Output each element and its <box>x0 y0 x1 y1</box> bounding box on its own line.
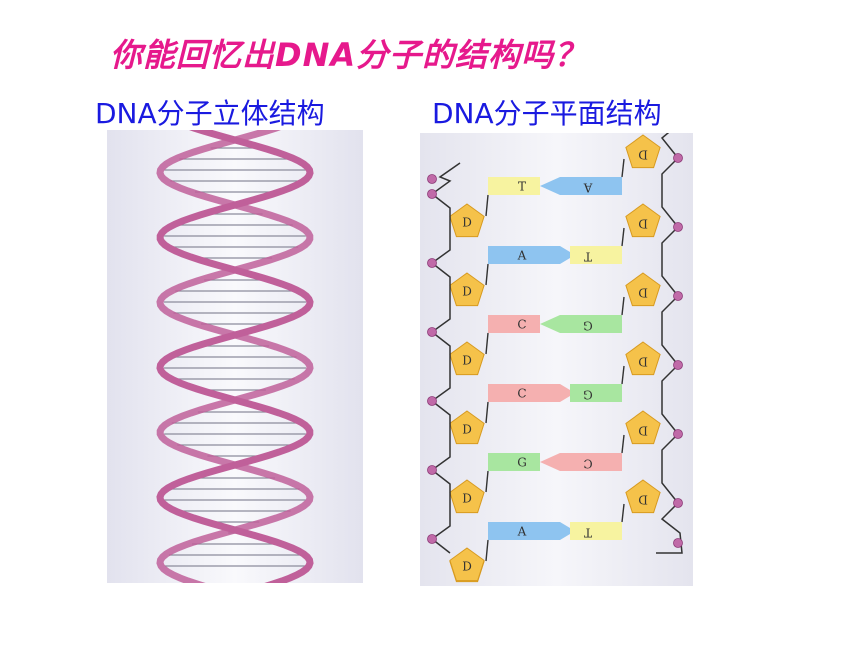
base-block <box>570 246 622 264</box>
phosphate-group <box>427 327 437 337</box>
glycosidic-bond <box>621 503 625 523</box>
phosphate-group <box>427 258 437 268</box>
base-label-right: T <box>584 250 592 264</box>
glycosidic-bond <box>485 401 489 424</box>
sugar-label: D <box>638 493 648 507</box>
double-helix-svg <box>107 121 363 591</box>
helix-strand <box>156 121 314 591</box>
subtitle-3d-structure: DNA分子立体结构 <box>95 97 325 130</box>
phosphate-group <box>673 291 683 301</box>
phosphate-group <box>427 189 437 199</box>
sugar-label: D <box>462 560 472 574</box>
base-label-right: G <box>583 319 593 333</box>
phosphate-group <box>427 465 437 475</box>
page-title: 你能回忆出DNA分子的结构吗？ <box>110 36 588 74</box>
base-label-right: T <box>584 526 592 540</box>
base-label-left: C <box>517 387 526 401</box>
phosphate-group <box>673 538 683 548</box>
sugar-label: D <box>462 216 472 230</box>
double-helix-diagram <box>107 121 363 591</box>
base-label-right: G <box>583 388 593 402</box>
base-block <box>488 384 575 402</box>
sugar-label: D <box>638 355 648 369</box>
glycosidic-bond <box>485 539 489 562</box>
deoxyribose-left <box>449 547 485 582</box>
phosphate-group <box>673 222 683 232</box>
deoxyribose-left <box>449 272 485 307</box>
glycosidic-bond <box>621 365 625 385</box>
deoxyribose-left <box>449 410 485 445</box>
base-label-left: A <box>517 249 527 263</box>
deoxyribose-right <box>625 134 661 169</box>
glycosidic-bond <box>621 227 625 247</box>
planar-structure-svg: TADDATDDCGDDCGDDGCDDATDDD <box>420 127 693 586</box>
deoxyribose-left <box>449 203 485 238</box>
glycosidic-bond <box>621 158 625 178</box>
phosphate-group <box>673 360 683 370</box>
sugar-label: D <box>462 423 472 437</box>
base-block <box>570 522 622 540</box>
sugar-label: D <box>462 354 472 368</box>
glycosidic-bond <box>621 296 625 316</box>
base-block <box>488 453 540 471</box>
deoxyribose-right <box>625 341 661 376</box>
base-block <box>570 384 622 402</box>
deoxyribose-left <box>449 341 485 376</box>
glycosidic-bond <box>485 263 489 286</box>
phosphate-group <box>673 153 683 163</box>
phosphate-group <box>427 174 437 184</box>
base-block <box>540 177 622 195</box>
base-label-right: A <box>583 181 593 195</box>
base-label-right: C <box>583 457 592 471</box>
sugar-label: D <box>638 424 648 438</box>
subtitle-planar-structure: DNA分子平面结构 <box>432 97 662 130</box>
deoxyribose-right <box>625 410 661 445</box>
glycosidic-bond <box>621 434 625 454</box>
deoxyribose-right <box>625 203 661 238</box>
sugar-label: D <box>638 286 648 300</box>
glycosidic-bond <box>485 332 489 355</box>
backbone-right <box>656 127 683 554</box>
sugar-label: D <box>638 217 648 231</box>
sugar-label: D <box>462 492 472 506</box>
base-block <box>540 453 622 471</box>
base-block <box>488 246 575 264</box>
base-block <box>488 522 575 540</box>
sugar-label: D <box>462 285 472 299</box>
phosphate-group <box>427 396 437 406</box>
sugar-label: D <box>638 148 648 162</box>
glycosidic-bond <box>485 470 489 493</box>
phosphate-group <box>427 534 437 544</box>
base-block <box>540 315 622 333</box>
helix-strand <box>156 121 314 591</box>
base-label-left: C <box>517 318 526 332</box>
base-label-left: A <box>517 525 527 539</box>
phosphate-group <box>673 429 683 439</box>
base-block <box>488 315 540 333</box>
deoxyribose-left <box>449 479 485 514</box>
phosphate-group <box>673 498 683 508</box>
deoxyribose-right <box>625 479 661 514</box>
base-block <box>488 177 540 195</box>
planar-structure-diagram: TADDATDDCGDDCGDDGCDDATDDD <box>420 127 693 586</box>
glycosidic-bond <box>485 194 489 217</box>
deoxyribose-right <box>625 272 661 307</box>
base-label-left: T <box>518 180 526 194</box>
base-label-left: G <box>517 456 527 470</box>
